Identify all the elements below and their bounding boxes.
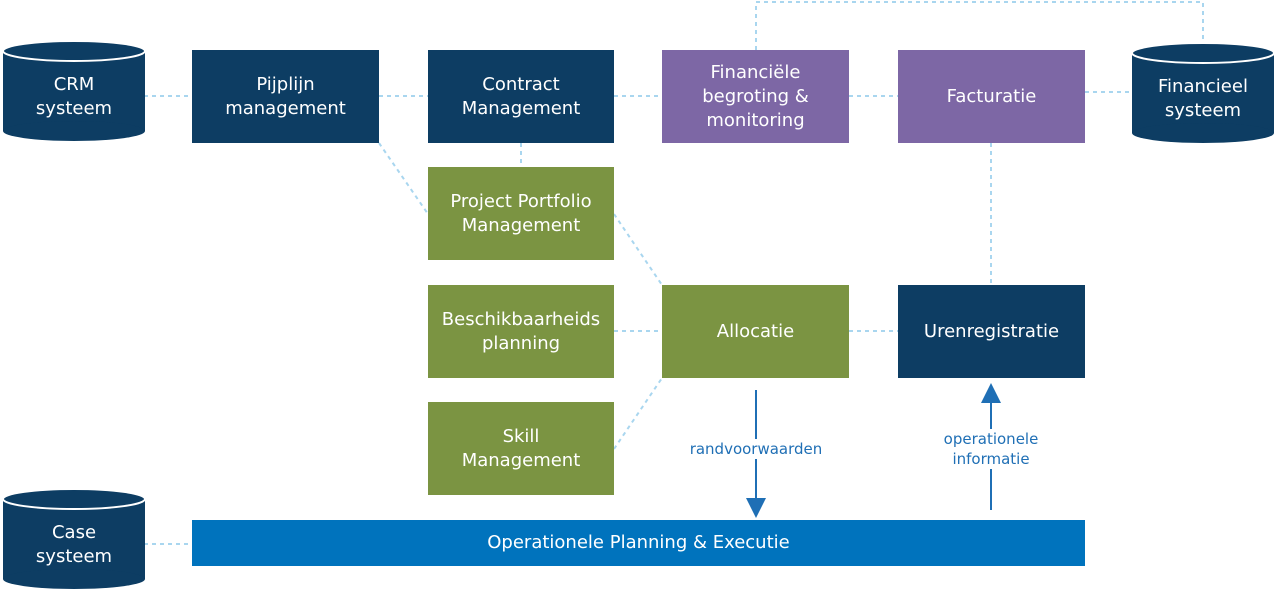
connector-project-allocatie bbox=[613, 213, 663, 286]
facturatie-box: Facturatie bbox=[898, 50, 1085, 143]
skill-management-box: Skill Management bbox=[428, 402, 614, 495]
connector-pijplijn-project bbox=[378, 142, 429, 215]
database-case bbox=[2, 488, 146, 589]
pijplijn-management-box: Pijplijn management bbox=[192, 50, 379, 143]
connector-skill-allocatie bbox=[613, 377, 663, 450]
connector-top-loop bbox=[755, 1, 1204, 50]
allocatie-box: Allocatie bbox=[662, 285, 849, 378]
contract-management-box: Contract Management bbox=[428, 50, 614, 143]
case-database-label: Case systeem bbox=[35, 522, 113, 567]
urenregistratie-box: Urenregistratie bbox=[898, 285, 1085, 378]
beschikbaarheids-planning-box: Beschikbaarheids planning bbox=[428, 285, 614, 378]
database-crm bbox=[2, 40, 146, 141]
financieel-database-label: Financieel systeem bbox=[1158, 76, 1248, 121]
operationele-informatie-label: operationele informatie bbox=[921, 429, 1061, 469]
project-portfolio-box: Project Portfolio Management bbox=[428, 167, 614, 260]
financiele-begroting-box: Financiële begroting & monitoring bbox=[662, 50, 849, 143]
crm-database-label: CRM systeem bbox=[35, 74, 113, 119]
operationele-planning-bar: Operationele Planning & Executie bbox=[192, 520, 1085, 566]
randvoorwaarden-label: randvoorwaarden bbox=[676, 439, 836, 459]
database-financieel bbox=[1131, 42, 1275, 143]
